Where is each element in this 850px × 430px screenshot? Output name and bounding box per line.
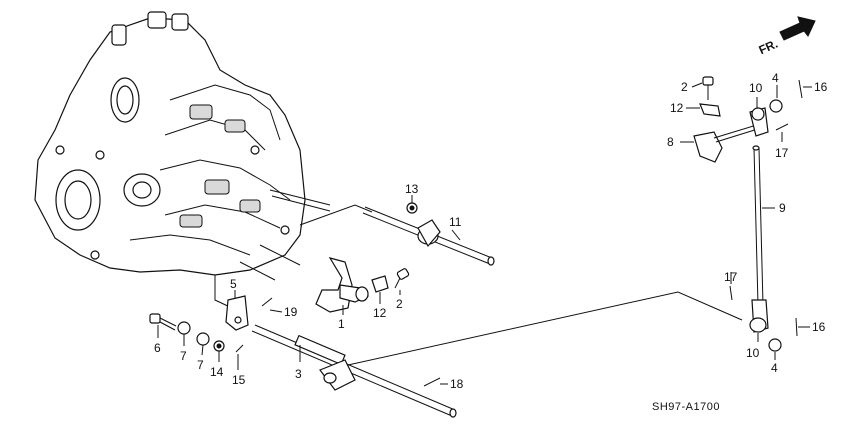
spring-pin-16-lower [795,317,798,337]
leader-shaft-11 [299,204,373,226]
callout-4-lower: 4 [771,361,778,375]
shift-fork-1 [315,257,370,313]
shift-rod-9 [752,145,764,306]
collar-7a [177,321,191,335]
bracket-8 [693,123,762,163]
shift-shaft-11 [362,206,495,266]
bolt-2-upper [702,76,714,100]
callout-7a: 7 [180,349,187,363]
callout-17-upper: 17 [775,146,789,160]
callout-7b: 7 [197,358,204,372]
callout-14: 14 [210,365,224,379]
callout-2-upper: 2 [681,80,688,94]
front-direction-arrow: FR. [757,16,816,58]
callout-5: 5 [230,277,237,291]
callout-13: 13 [405,182,419,196]
collar-4-lower [768,338,782,352]
leader-fork-5 [214,275,233,309]
diagram-code: SH97-A1700 [652,401,720,413]
lever-10-upper [749,107,769,137]
clip-12-lower [371,275,389,293]
spring-pin-16-upper [798,79,803,99]
spring-pin-19 [261,297,273,307]
spring-pin-17-lower [729,285,733,301]
lever-10-lower [749,299,769,333]
spring-pin-17-upper [775,123,789,131]
callout-2-lower: 2 [396,297,403,311]
leader-shaft-3-to-lever [347,291,743,366]
clip-12-upper [699,103,721,117]
shift-shaft-3 [251,324,457,418]
callout-16-lower: 16 [812,320,826,334]
bolt-6 [149,313,177,331]
direction-label: FR. [757,37,780,58]
callout-4-upper: 4 [772,71,779,85]
collar-4-upper [769,99,783,113]
collar-7b [196,332,210,346]
callout-15: 15 [232,373,246,387]
washer-14 [213,340,225,352]
callout-12-upper: 12 [670,101,684,115]
callout-6: 6 [154,341,161,355]
callout-17-lower: 17 [724,270,738,284]
callout-10-upper: 10 [749,81,763,95]
callout-1: 1 [338,317,345,331]
callout-12-lower: 12 [373,306,387,320]
fork-5 [225,295,249,331]
callout-18: 18 [450,377,464,391]
clip-13 [406,202,418,214]
pin-15 [235,344,244,353]
spring-pin-18 [423,377,441,387]
bolt-2-lower [394,268,410,289]
callout-10-lower: 10 [746,346,760,360]
callout-9: 9 [779,201,786,215]
transmission-housing [34,11,331,281]
callout-16-upper: 16 [814,80,828,94]
callout-11: 11 [449,215,462,229]
callout-8: 8 [667,135,674,149]
callout-3: 3 [295,367,302,381]
callout-19: 19 [284,305,298,319]
